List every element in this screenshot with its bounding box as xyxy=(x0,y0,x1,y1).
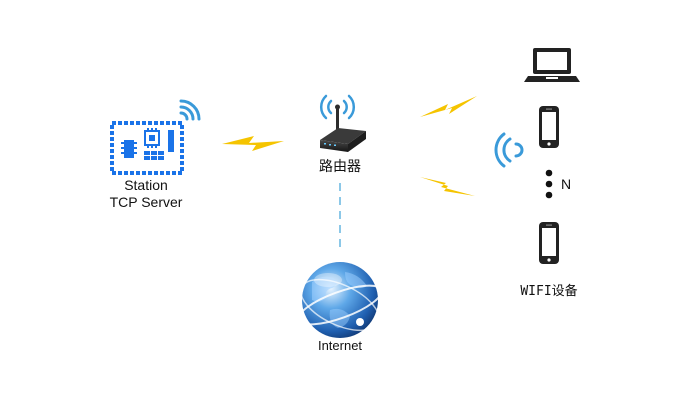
smartphone-icon-bottom xyxy=(539,222,559,264)
station-wifi-icon xyxy=(179,99,201,121)
router-label: 路由器 xyxy=(319,158,361,174)
device-count-label: N xyxy=(560,176,572,192)
station-label: Station TCP Server xyxy=(96,177,196,211)
ellipsis-dots-icon xyxy=(545,169,553,199)
station-board-icon xyxy=(110,121,184,175)
station-label-line1: Station xyxy=(124,177,168,193)
internet-label: Internet xyxy=(317,338,363,353)
devices-wifi-icon xyxy=(494,132,524,168)
lightning-bolt-lower-icon xyxy=(420,177,475,196)
router-wifi-icon xyxy=(319,94,356,120)
lightning-bolt-upper-icon xyxy=(420,96,477,117)
laptop-icon xyxy=(524,48,580,82)
smartphone-icon-top xyxy=(539,106,559,148)
lightning-bolt-icon xyxy=(222,136,284,151)
station-label-line2: TCP Server xyxy=(109,194,183,210)
router-icon xyxy=(320,104,366,152)
wifi-devices-label: WIFI设备 xyxy=(520,284,578,299)
internet-globe-icon xyxy=(297,262,383,338)
